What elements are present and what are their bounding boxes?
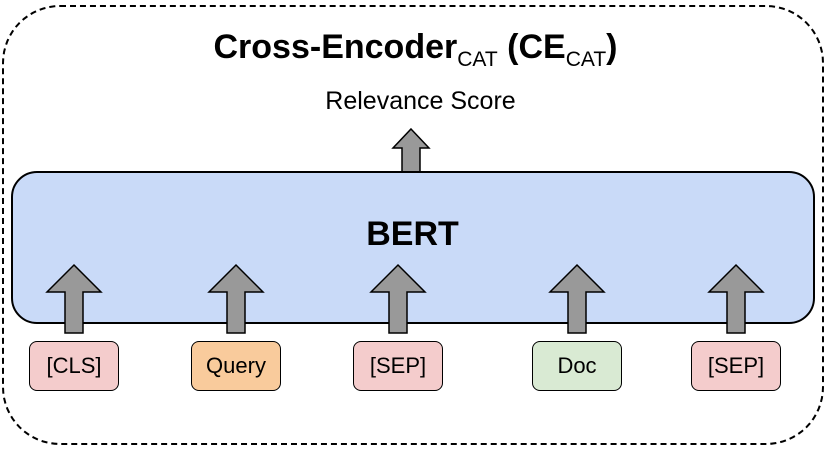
relevance-score-label: Relevance Score	[325, 87, 516, 115]
title-main-subscript: CAT	[457, 48, 498, 71]
bert-encoder-box	[11, 171, 815, 324]
token-sep-1: [SEP]	[353, 341, 443, 391]
input-arrow-doc	[548, 263, 606, 334]
cross-encoder-container	[2, 5, 824, 445]
input-arrow-query	[207, 263, 265, 334]
input-arrow-cls	[45, 263, 103, 334]
token-query: Query	[191, 341, 281, 391]
input-arrow-sep-2	[707, 263, 765, 334]
title-abbrev: (CE	[507, 28, 566, 66]
title-abbrev-close: )	[606, 28, 618, 66]
token-cls: [CLS]	[29, 341, 119, 391]
input-arrow-sep-1	[369, 263, 427, 334]
token-sep-2: [SEP]	[691, 341, 781, 391]
diagram-title: Cross-EncoderCAT (CECAT)	[0, 24, 831, 70]
title-main: Cross-Encoder	[213, 28, 458, 66]
bert-label: BERT	[366, 215, 459, 253]
token-doc: Doc	[532, 341, 622, 391]
title-abbrev-subscript: CAT	[565, 48, 607, 71]
